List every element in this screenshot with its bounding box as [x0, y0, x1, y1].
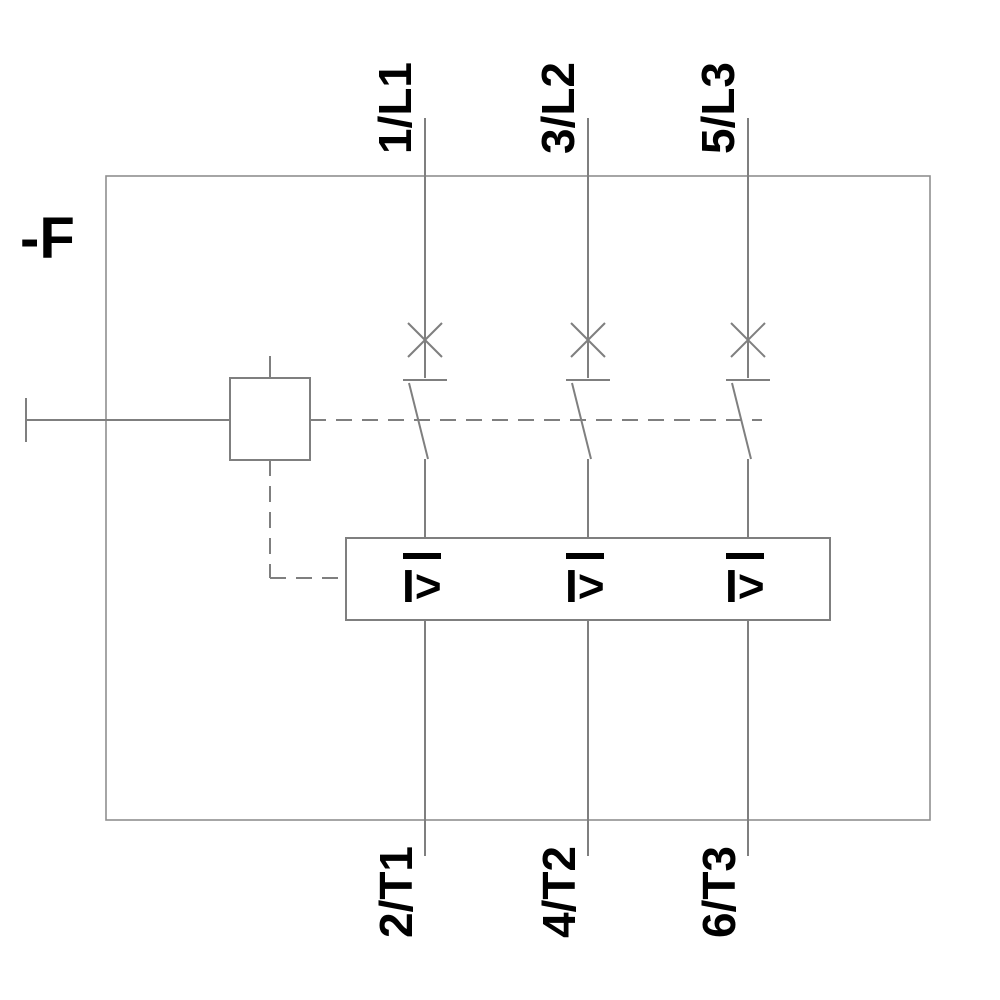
pole-2-moving-contact-line — [571, 382, 592, 460]
pole-1-moving-contact-line — [408, 382, 429, 460]
breaker-x-icon — [730, 322, 766, 358]
terminal-label-top-3: 5/L3 — [692, 62, 744, 154]
terminal-label-top-1: 1/L1 — [369, 62, 421, 154]
overcurrent-release-symbol: I> — [402, 560, 442, 612]
x-stroke — [730, 322, 766, 358]
device-outline-box — [105, 175, 931, 821]
terminal-label-bottom-1: 2/T1 — [370, 846, 422, 938]
overcurrent-release-symbol: I> — [565, 560, 605, 612]
terminal-label-bottom-3: 6/T3 — [693, 846, 745, 938]
breaker-x-icon — [407, 322, 443, 358]
pole-1: 1/L1 I> 2/T1 — [369, 62, 447, 938]
mechanism-box — [229, 377, 311, 461]
x-stroke — [570, 322, 606, 358]
x-stroke — [407, 322, 443, 358]
pole-2: 3/L2 I> 4/T2 — [532, 62, 610, 938]
breaker-x-icon — [570, 322, 606, 358]
overcurrent-release-symbol: I> — [725, 560, 765, 612]
terminal-label-bottom-2: 4/T2 — [533, 846, 585, 938]
pole-3: 5/L3 I> 6/T3 — [692, 62, 770, 938]
pole-3-moving-contact-line — [731, 382, 752, 460]
terminal-label-top-2: 3/L2 — [532, 62, 584, 154]
device-label: -F — [20, 206, 75, 271]
